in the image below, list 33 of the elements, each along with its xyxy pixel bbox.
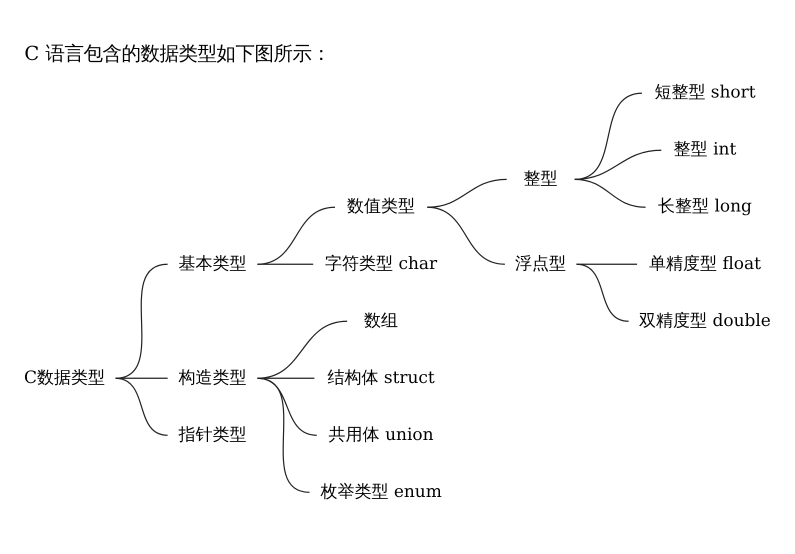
node-text: 指针类型 (178, 424, 247, 445)
node-text: 短整型 short (654, 82, 756, 103)
node-text: 整型 int (674, 140, 736, 160)
node-text: 字符类型 char (325, 254, 438, 274)
connector (576, 264, 638, 265)
connector (257, 320, 348, 379)
connector (427, 178, 507, 208)
connector (427, 206, 505, 265)
connector (576, 264, 629, 322)
connector (115, 378, 168, 436)
node-text: 浮点型 (515, 254, 566, 274)
connector (115, 378, 168, 379)
node-text: 长整型 long (658, 196, 752, 217)
node-text: 基本类型 (178, 254, 247, 274)
connector (257, 378, 317, 436)
node-text: 构造类型 (178, 368, 247, 388)
node-text: 单精度型 float (649, 254, 761, 274)
node-text: 共用体 union (328, 424, 434, 445)
node-text: 双精度型 double (639, 310, 771, 331)
diagram-title: C 语言包含的数据类型如下图所示： (24, 42, 330, 66)
node-text: C数据类型 (24, 368, 106, 388)
connector (257, 206, 336, 265)
connector (574, 150, 662, 180)
connector (257, 378, 314, 379)
node-text: 数值类型 (347, 196, 416, 217)
connector (257, 378, 310, 493)
connector (574, 178, 646, 208)
connector (257, 264, 314, 265)
node-text: 整型 (524, 168, 558, 189)
connector (115, 264, 168, 379)
node-text: 结构体 struct (327, 368, 435, 388)
node-text: 枚举类型 enum (320, 482, 442, 502)
node-text: 数组 (364, 310, 398, 331)
